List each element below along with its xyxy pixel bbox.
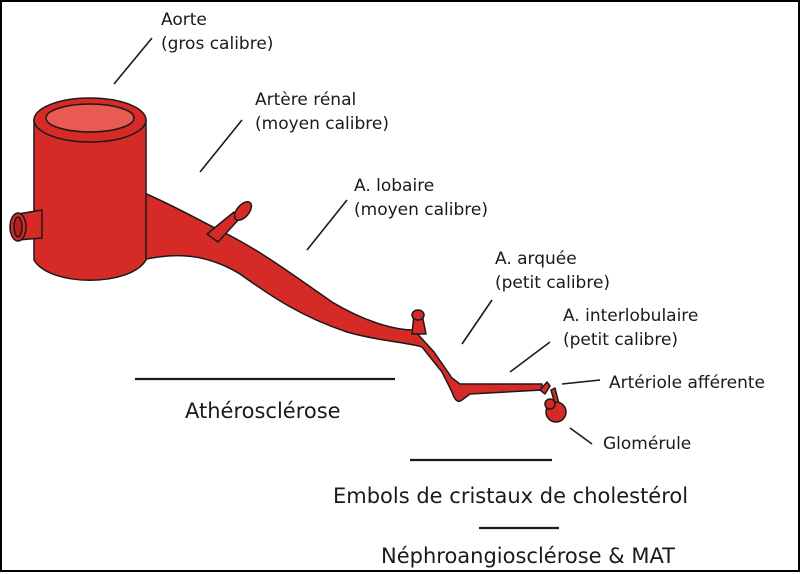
leader-arteriole	[561, 379, 601, 385]
label-arquee: A. arquée (petit calibre)	[495, 249, 611, 293]
disease-atherosclerose: Athérosclérose	[185, 399, 341, 423]
label-glomerule: Glomérule	[603, 434, 692, 454]
label-interlobulaire: A. interlobulaire (petit calibre)	[563, 306, 699, 350]
leader-lines	[113, 37, 601, 445]
leader-glomerule	[569, 427, 593, 445]
separators	[135, 377, 559, 530]
leader-lobaire	[306, 199, 348, 251]
label-lobaire: A. lobaire (moyen calibre)	[354, 176, 488, 220]
disease-nephro: Néphroangiosclérose & MAT	[381, 544, 676, 568]
arteriole-stub	[539, 381, 551, 395]
label-aorte: Aorte (gros calibre)	[161, 10, 274, 54]
renal-side-branch-opening	[233, 200, 253, 222]
leader-interlobulaire	[509, 341, 551, 373]
aorta-lumen	[45, 103, 135, 133]
aorta-body	[33, 119, 147, 281]
leader-aorte	[113, 37, 153, 85]
label-arteriole: Artériole afférente	[609, 373, 766, 393]
disease-embols: Embols de cristaux de cholestérol	[333, 484, 689, 508]
leader-arquee	[461, 299, 493, 345]
label-artere-renal: Artère rénal (moyen calibre)	[255, 90, 389, 134]
arterial-trunk	[141, 191, 543, 403]
leader-artere-renal	[199, 119, 243, 173]
